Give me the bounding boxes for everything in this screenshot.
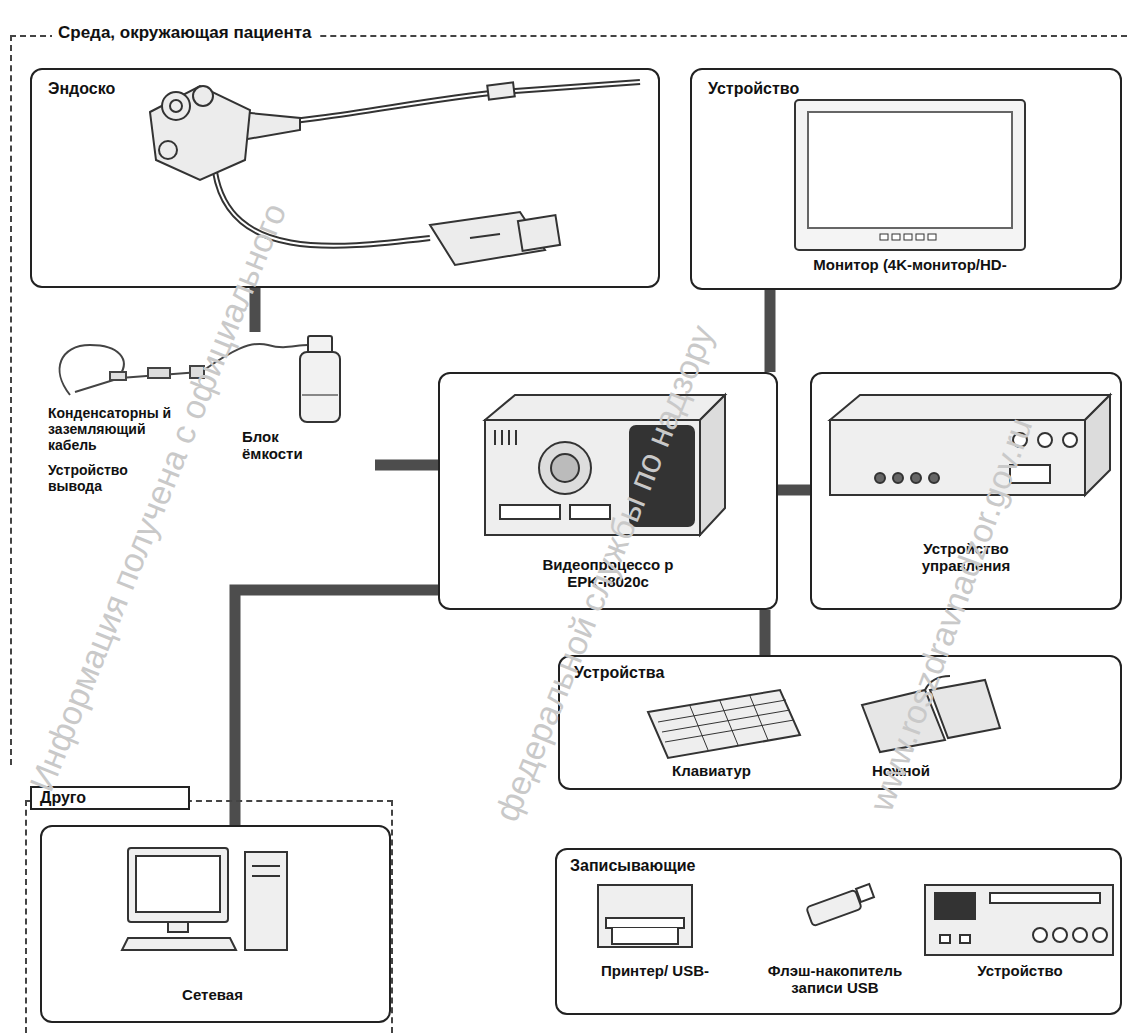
endoscope-picture-part <box>487 82 515 99</box>
video-processor-picture-part <box>570 505 610 519</box>
box-heading: Блок ёмкости <box>242 428 322 463</box>
keyboard-picture-part <box>658 700 794 742</box>
recorder-picture-part <box>1093 928 1107 942</box>
video-processor-picture-part <box>515 430 517 445</box>
monitor-picture-part <box>904 234 912 240</box>
endoscope-picture-part <box>250 82 640 125</box>
control-unit-picture-part <box>893 473 903 483</box>
video-processor-picture-part <box>501 430 503 445</box>
video-processor-picture-part <box>700 395 725 535</box>
recorder-picture <box>925 885 1113 955</box>
control-unit-picture-part <box>875 473 885 483</box>
control-unit-picture-part <box>929 473 939 483</box>
other-area: ДругоСетевая <box>25 800 393 1033</box>
computer-picture-part <box>128 848 228 922</box>
keyboard-picture <box>648 690 800 758</box>
connection-line <box>765 290 776 372</box>
item-label: Клавиатур <box>672 762 751 779</box>
video-processor-picture-part <box>494 430 496 445</box>
computer-picture-part <box>136 856 220 912</box>
box-heading: Эндоско <box>48 80 115 98</box>
computer-picture-part <box>252 865 280 867</box>
endoscope-picture-part <box>170 100 182 112</box>
keyboard-picture-part <box>648 690 800 758</box>
box-heading: Среда, окружающая пациента <box>52 23 318 43</box>
recorder-picture-part <box>960 935 970 943</box>
container-bottle-picture-part <box>300 352 340 422</box>
container-bottle-picture-part <box>302 394 338 396</box>
recorder-picture-part <box>1073 928 1087 942</box>
grounding-cable-picture-part <box>148 368 170 378</box>
recorder-picture-part <box>940 935 950 943</box>
box-heading: Устройство <box>708 80 799 98</box>
endoscope-picture-part <box>250 82 640 125</box>
control-unit-picture-part <box>1063 433 1077 447</box>
video-processor-picture-part <box>500 505 560 519</box>
container-unit: Блок ёмкости <box>232 332 375 472</box>
connection-line <box>375 460 438 471</box>
endoscope-picture-part <box>162 92 190 120</box>
computer-picture <box>122 848 287 950</box>
computer-picture-part <box>252 875 280 877</box>
recorder-picture-part <box>1033 928 1047 942</box>
printer-picture-part <box>606 918 684 928</box>
printer-picture <box>598 885 692 947</box>
network-box: Сетевая <box>40 825 391 1023</box>
monitor-picture <box>795 100 1025 250</box>
item-label: Флэш-накопитель записи USB <box>750 962 920 997</box>
control-unit-picture-part <box>911 473 921 483</box>
flash-drive-picture <box>806 884 874 926</box>
monitor-picture-part <box>795 100 1025 250</box>
item-label: Монитор (4K-монитор/HD- <box>720 256 1100 273</box>
keyboard-picture-part <box>690 696 768 750</box>
grounding-cable-picture-part <box>110 372 126 380</box>
connection-line <box>778 485 810 496</box>
recorder-picture-part <box>1053 928 1067 942</box>
monitor-picture-part <box>880 234 888 240</box>
endoscope-picture-part <box>159 141 177 159</box>
box-heading: Сетевая <box>40 986 385 1003</box>
recorder-picture-part <box>935 893 975 919</box>
computer-picture-part <box>122 938 236 950</box>
output-device-box: УстройствоМонитор (4K-монитор/HD- <box>690 68 1122 290</box>
input-devices-box: УстройстваКлавиатурНожной <box>558 655 1122 790</box>
control-unit-picture <box>830 395 1110 495</box>
computer-picture-part <box>245 852 287 950</box>
endoscope-picture-part <box>518 215 560 251</box>
computer-picture-part <box>168 922 188 932</box>
printer-picture-part <box>612 928 678 944</box>
control-unit-picture-part <box>1085 395 1110 495</box>
control-unit-picture-part <box>830 395 1110 420</box>
endoscope-box: Эндоско <box>30 68 660 288</box>
video-processor-picture-part <box>508 430 510 445</box>
endoscope-picture-part <box>193 86 213 106</box>
item-label: Устройство <box>955 962 1085 979</box>
flash-drive-picture-part <box>856 884 874 902</box>
endoscope-picture-part <box>150 86 250 180</box>
monitor-picture-part <box>916 234 924 240</box>
endoscope-picture <box>150 82 640 265</box>
recorder-picture-part <box>925 885 1113 955</box>
video-processor-picture-part <box>551 454 579 482</box>
box-heading: Записывающие <box>570 857 695 875</box>
connection-line <box>235 590 438 825</box>
monitor-picture-part <box>808 112 1012 228</box>
control-unit-picture-part <box>1038 433 1052 447</box>
recorder-picture-part <box>990 893 1100 903</box>
item-label: Принтер/ USB- <box>600 962 710 979</box>
flash-drive-picture-part <box>806 890 862 927</box>
monitor-picture-part <box>928 234 936 240</box>
connection-line <box>760 610 771 655</box>
container-bottle-picture <box>300 336 340 422</box>
recording-devices-box: ЗаписывающиеПринтер/ USB- Флэш-накопитель… <box>555 848 1122 1015</box>
video-processor-picture-part <box>539 442 591 494</box>
control-unit-picture-part <box>830 420 1085 495</box>
printer-picture-part <box>598 885 692 947</box>
endoscope-picture-part <box>470 234 500 238</box>
monitor-picture-part <box>892 234 900 240</box>
